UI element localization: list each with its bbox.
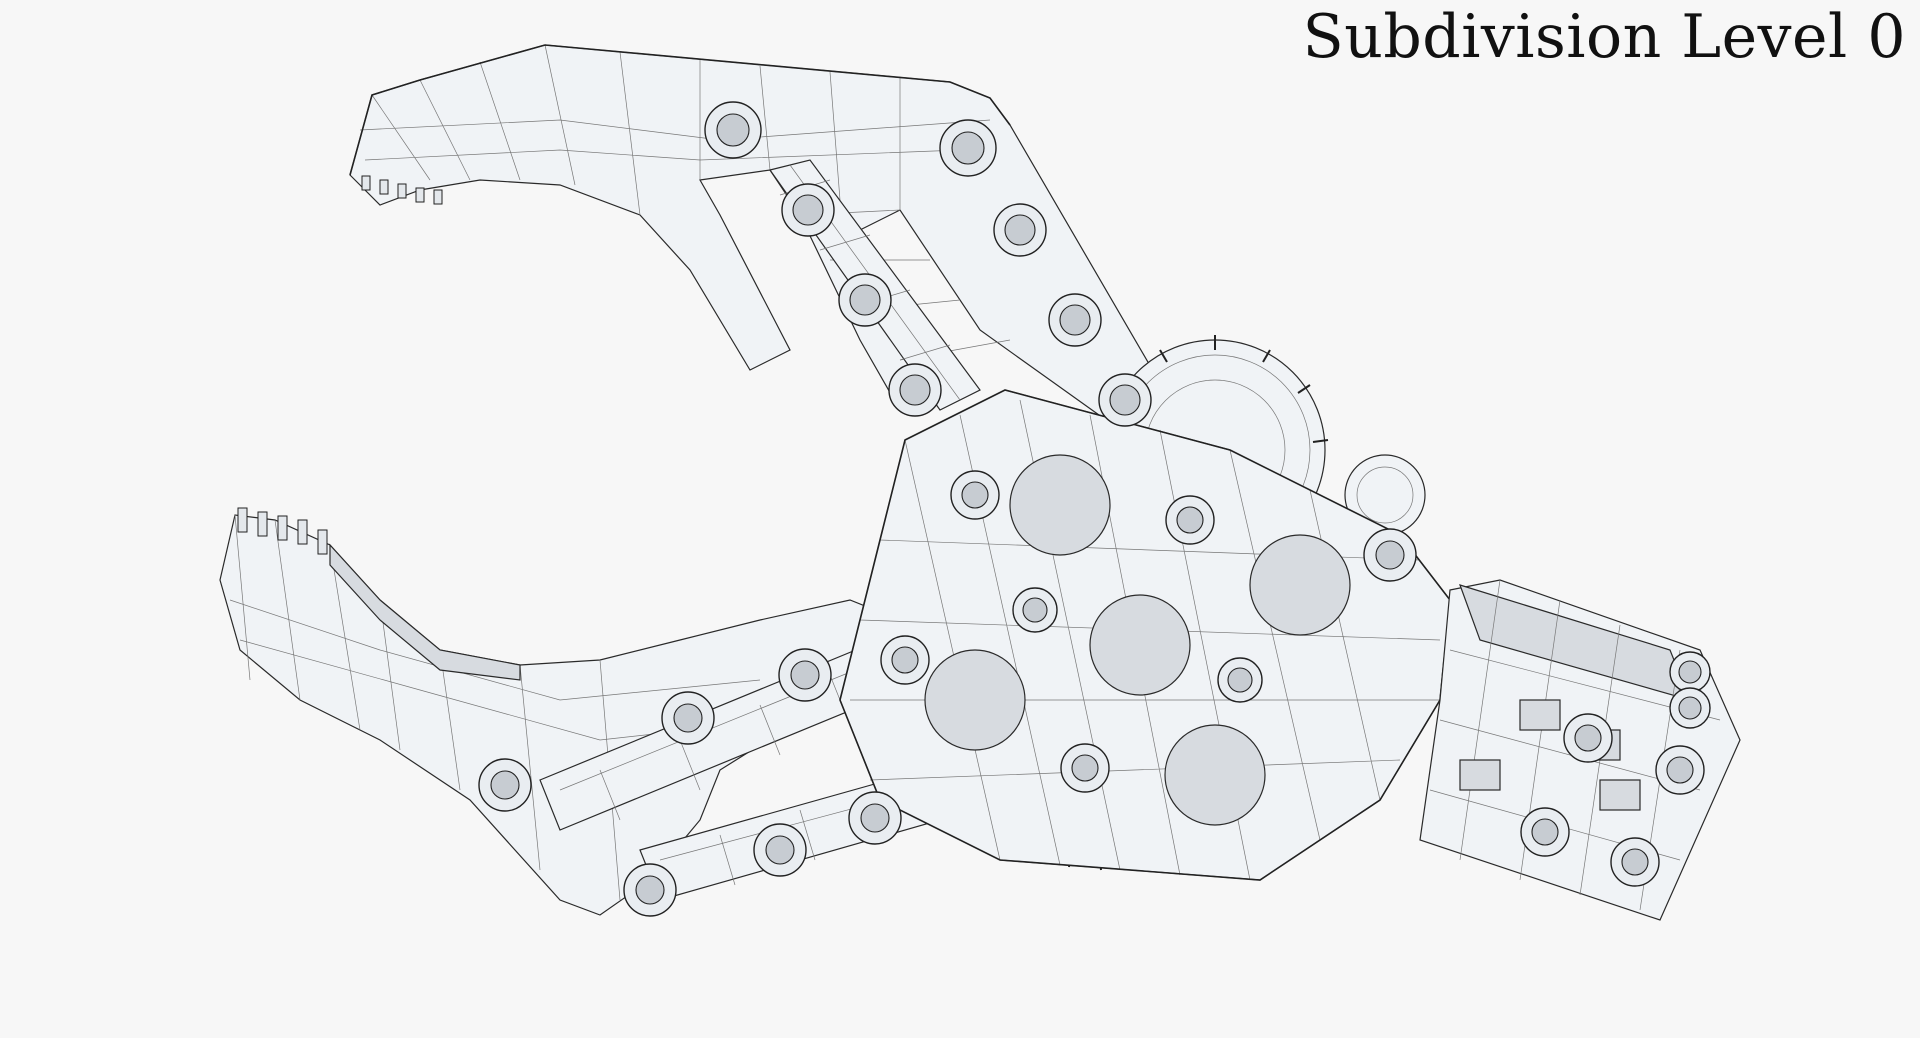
bolt bbox=[1165, 495, 1215, 545]
bolt bbox=[888, 363, 942, 417]
bolt bbox=[781, 183, 835, 237]
bolt bbox=[1012, 587, 1058, 633]
bolt bbox=[1217, 657, 1263, 703]
bolt bbox=[753, 823, 807, 877]
bolt bbox=[661, 691, 715, 745]
bolt bbox=[838, 273, 892, 327]
small-gear[interactable] bbox=[1344, 454, 1426, 536]
bolt bbox=[778, 648, 832, 702]
bolt bbox=[1060, 743, 1110, 793]
lower-jaw-teeth bbox=[237, 507, 328, 555]
bolt bbox=[478, 758, 532, 812]
bolt bbox=[848, 791, 902, 845]
bolts bbox=[478, 101, 1711, 917]
upper-jaw[interactable] bbox=[349, 44, 1171, 431]
bolt bbox=[1520, 807, 1570, 857]
bolt bbox=[1363, 528, 1417, 582]
bolt bbox=[950, 470, 1000, 520]
upper-jaw-teeth bbox=[361, 175, 443, 205]
bolt bbox=[939, 119, 997, 177]
bolt bbox=[1610, 837, 1660, 887]
bolt bbox=[1048, 293, 1102, 347]
bolt bbox=[704, 101, 762, 159]
bolt bbox=[1655, 745, 1705, 795]
body-cutouts bbox=[924, 454, 1351, 826]
bolt bbox=[1563, 713, 1613, 763]
bolt bbox=[880, 635, 930, 685]
bolt bbox=[993, 203, 1047, 257]
lower-jaw[interactable] bbox=[219, 507, 901, 916]
bolt bbox=[1098, 373, 1152, 427]
subdivision-level-label: Subdivision Level 0 bbox=[1302, 2, 1906, 72]
bolt bbox=[1669, 687, 1711, 729]
bolt bbox=[623, 863, 677, 917]
bolt bbox=[1669, 651, 1711, 693]
